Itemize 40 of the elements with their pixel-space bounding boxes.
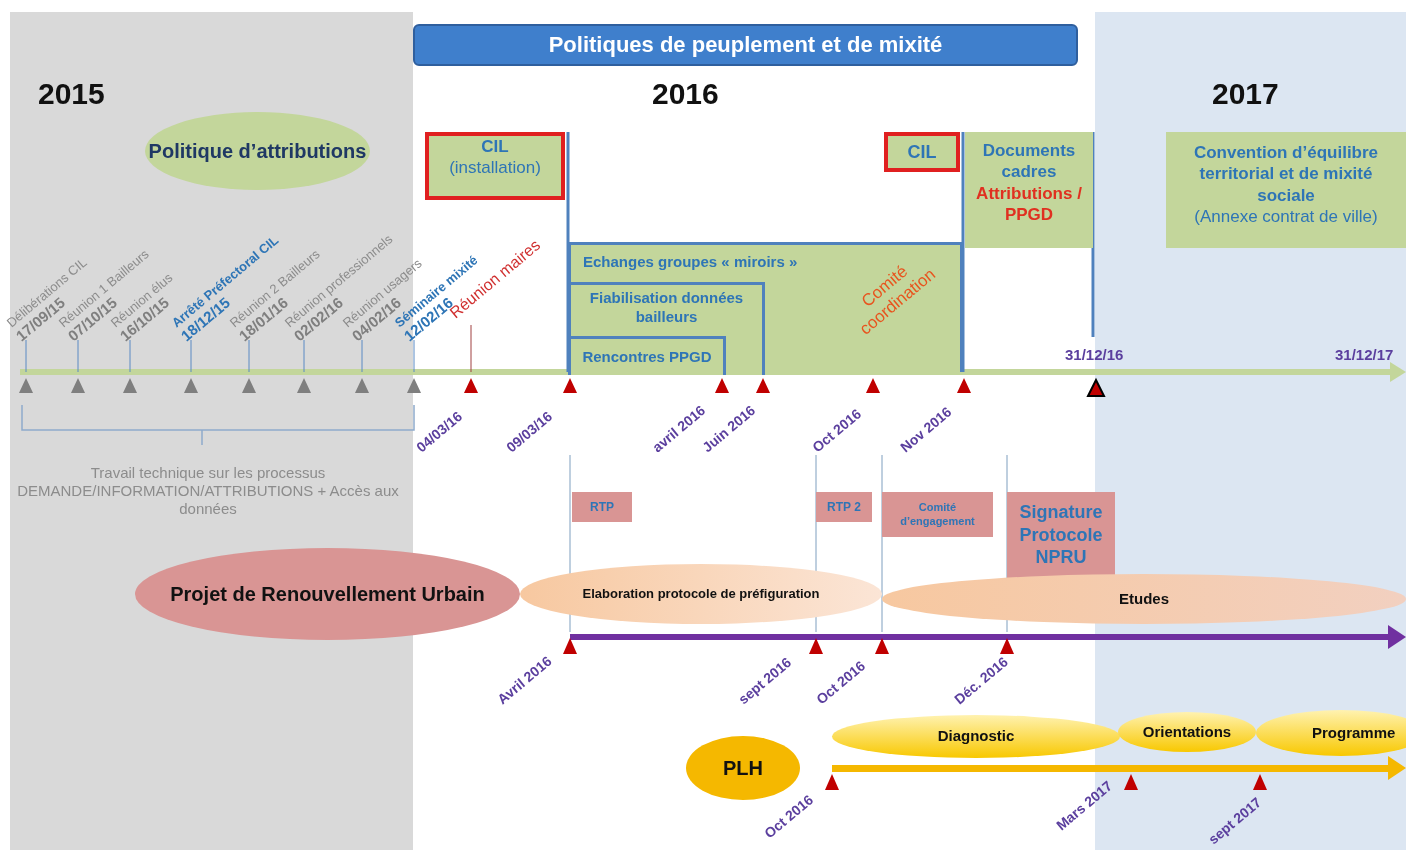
node-label: Comité d’engagement: [899, 500, 976, 529]
node-note: (Annexe contrat de ville): [1194, 205, 1378, 227]
phase-box: [568, 336, 726, 375]
node-label: Fiabilisation données bailleurs: [588, 289, 745, 327]
node-label: Diagnostic: [937, 727, 1015, 746]
node-label: CIL: [907, 140, 937, 164]
node-label: Etudes: [1119, 589, 1169, 609]
node-label: CIL: [481, 136, 509, 158]
node-label: RTP 2: [827, 499, 861, 515]
title-bar: Politiques de peuplement et de mixité: [413, 24, 1078, 66]
box: [965, 132, 1093, 248]
phase-box: [568, 282, 765, 375]
node-label: Elaboration protocole de préfiguration: [582, 585, 820, 603]
node-label: Programme: [1312, 723, 1396, 743]
node-label: Echanges groupes « miroirs »: [583, 253, 798, 272]
year-label: 2017: [1212, 76, 1279, 112]
node-label: Convention d’équilibre territorial et de mixité sociale: [1192, 142, 1380, 206]
box: [1007, 492, 1115, 578]
box: [1166, 132, 1406, 248]
note-text: Travail technique sur les processus DEMANDE/INFORMATION/ATTRIBUTIONS + Accès aux données: [16, 464, 400, 518]
node-label: Rencontres PPGD: [582, 347, 712, 367]
year-label: 2016: [652, 76, 719, 112]
phase-box: [568, 242, 963, 372]
node-label: Projet de Renouvellement Urbain: [170, 581, 485, 607]
node-note: (installation): [449, 157, 541, 179]
box: [816, 492, 872, 522]
box: [572, 492, 632, 522]
year-label: 2015: [38, 76, 105, 112]
node-label: Orientations: [1142, 722, 1232, 742]
node-label: PLH: [723, 755, 763, 781]
node-label: RTP: [590, 499, 614, 515]
node-label: Signature Protocole NPRU: [1018, 501, 1104, 569]
node-label: Documents cadres: [981, 140, 1077, 183]
date-label: 31/12/17: [1335, 346, 1394, 364]
box: [425, 132, 565, 200]
box: [884, 132, 960, 172]
date-label: 31/12/16: [1065, 346, 1124, 364]
box: [882, 492, 993, 537]
node-note: Attributions / PPGD: [975, 182, 1083, 225]
node-label: Politique d’attributions: [148, 138, 367, 164]
